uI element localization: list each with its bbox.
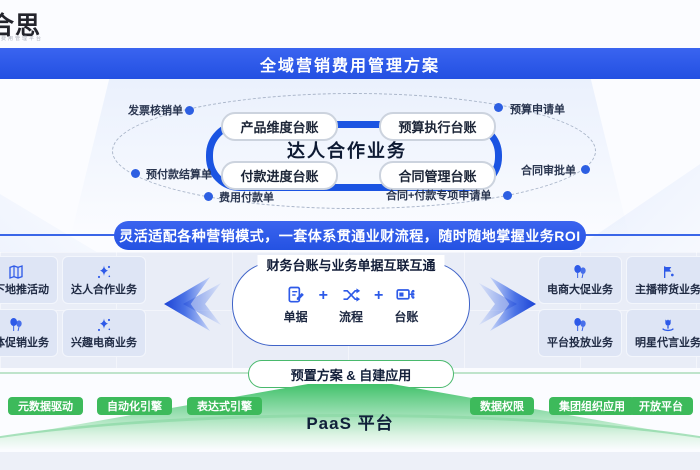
orbit-doc-contract-approval: 合同审批单: [521, 165, 576, 177]
orbit-dot: [503, 191, 512, 200]
dashed-orbit-ellipse: [112, 93, 596, 209]
talent-sparkle-icon: [97, 264, 111, 278]
orbit-dot: [581, 165, 590, 174]
endorsement-flower-icon: [662, 318, 674, 331]
orbit-doc-budget-request: 预算申请单: [510, 104, 565, 116]
paas-tag-automation: 自动化引擎: [97, 397, 172, 415]
ledger-icon: [396, 289, 415, 300]
item-process: 流程: [339, 285, 363, 325]
cycle-center-label: 达人合作业务: [287, 141, 407, 161]
orbit-dot: [204, 192, 213, 201]
orbit-doc-expense-pay: 费用付款单: [219, 192, 274, 204]
mid-banner-line-left: [0, 234, 120, 236]
blue-cycle-ring: [206, 121, 502, 191]
paas-tag-expression: 表达式引擎: [187, 397, 262, 415]
biz-label: 电商大促业务: [547, 283, 613, 296]
biz-box-platform-ads: 平台投放业务: [538, 309, 622, 357]
paas-tag-group-org: 集团组织应用: [549, 397, 635, 415]
map-icon: [9, 264, 23, 279]
balloons-icon: [574, 264, 586, 278]
mid-banner-line-right: [580, 234, 700, 236]
balloons-icon: [10, 317, 22, 331]
livestream-flag-icon: [664, 265, 674, 278]
biz-label: 实体促销业务: [0, 336, 49, 349]
interconnect-items: 单据 + 流程 + 台账: [233, 285, 469, 325]
biz-label: 明星代言业务: [635, 336, 700, 349]
shuffle-icon: [343, 288, 361, 302]
biz-box-talent-collab: 达人合作业务: [62, 256, 146, 304]
item-documents: 单据: [284, 285, 308, 325]
orbit-doc-contract-payment: 合同+付款专项申请单: [386, 190, 492, 202]
biz-label: 线下地推活动: [0, 283, 49, 296]
item-ledger: 台账: [394, 285, 418, 325]
mid-slogan-banner: 灵活适配各种营销模式，一套体系贯通业财流程，随时随地掌握业务ROI: [114, 221, 586, 250]
biz-box-livestream: 主播带货业务: [626, 256, 700, 304]
bottom-strip: [0, 452, 700, 470]
orbit-doc-invoice: 发票核销单: [128, 105, 183, 117]
item-label: 台账: [394, 310, 419, 324]
ledger-pill-product: 产品维度台账: [221, 112, 338, 141]
interconnect-panel: 财务台账与业务单据互联互通 单据 + 流程 + 台账: [232, 255, 470, 346]
brand-tagline: 费用管理平台: [1, 36, 44, 42]
orbit-dot: [494, 103, 503, 112]
plus-icon: +: [318, 287, 328, 304]
biz-box-ecommerce-sale: 电商大促业务: [538, 256, 622, 304]
interest-sparkle-icon: [97, 317, 111, 331]
biz-label: 兴趣电商业务: [71, 336, 137, 349]
biz-box-offline-promo: 线下地推活动: [0, 256, 58, 304]
biz-label: 主播带货业务: [635, 283, 700, 296]
ledger-pill-budget: 预算执行台账: [379, 112, 496, 141]
title-banner: 全域营销费用管理方案: [0, 48, 700, 79]
biz-label: 平台投放业务: [547, 336, 613, 349]
paas-platform-label: PaaS 平台: [306, 414, 394, 433]
platform-line-left: [0, 372, 254, 374]
biz-box-retail-promo: 实体促销业务: [0, 309, 58, 357]
platform-line-right: [446, 372, 700, 374]
item-label: 流程: [338, 310, 363, 324]
paas-tag-open-platform: 开放平台: [629, 397, 693, 415]
paas-tag-metadata: 元数据驱动: [8, 397, 83, 415]
biz-box-celebrity-endorsement: 明星代言业务: [626, 309, 700, 357]
balloons-icon: [574, 317, 586, 331]
paas-swoosh-curve: [0, 414, 700, 470]
plus-icon: +: [374, 287, 384, 304]
ledger-pill-payment: 付款进度台账: [221, 161, 338, 190]
orbit-dot: [131, 169, 140, 178]
document-edit-icon: [288, 286, 304, 303]
ledger-pill-contract: 合同管理台账: [379, 161, 496, 190]
orbit-doc-prepay-settle: 预付款结算单: [146, 169, 212, 181]
interconnect-title: 财务台账与业务单据互联互通: [257, 255, 445, 274]
orbit-dot: [185, 106, 194, 115]
brand-logo: 合思: [0, 12, 42, 40]
biz-box-interest-ecommerce: 兴趣电商业务: [62, 309, 146, 357]
preset-apps-pill: 预置方案 & 自建应用: [248, 360, 454, 388]
paas-tag-data-perm: 数据权限: [470, 397, 534, 415]
biz-label: 达人合作业务: [71, 283, 137, 296]
item-label: 单据: [283, 310, 308, 324]
